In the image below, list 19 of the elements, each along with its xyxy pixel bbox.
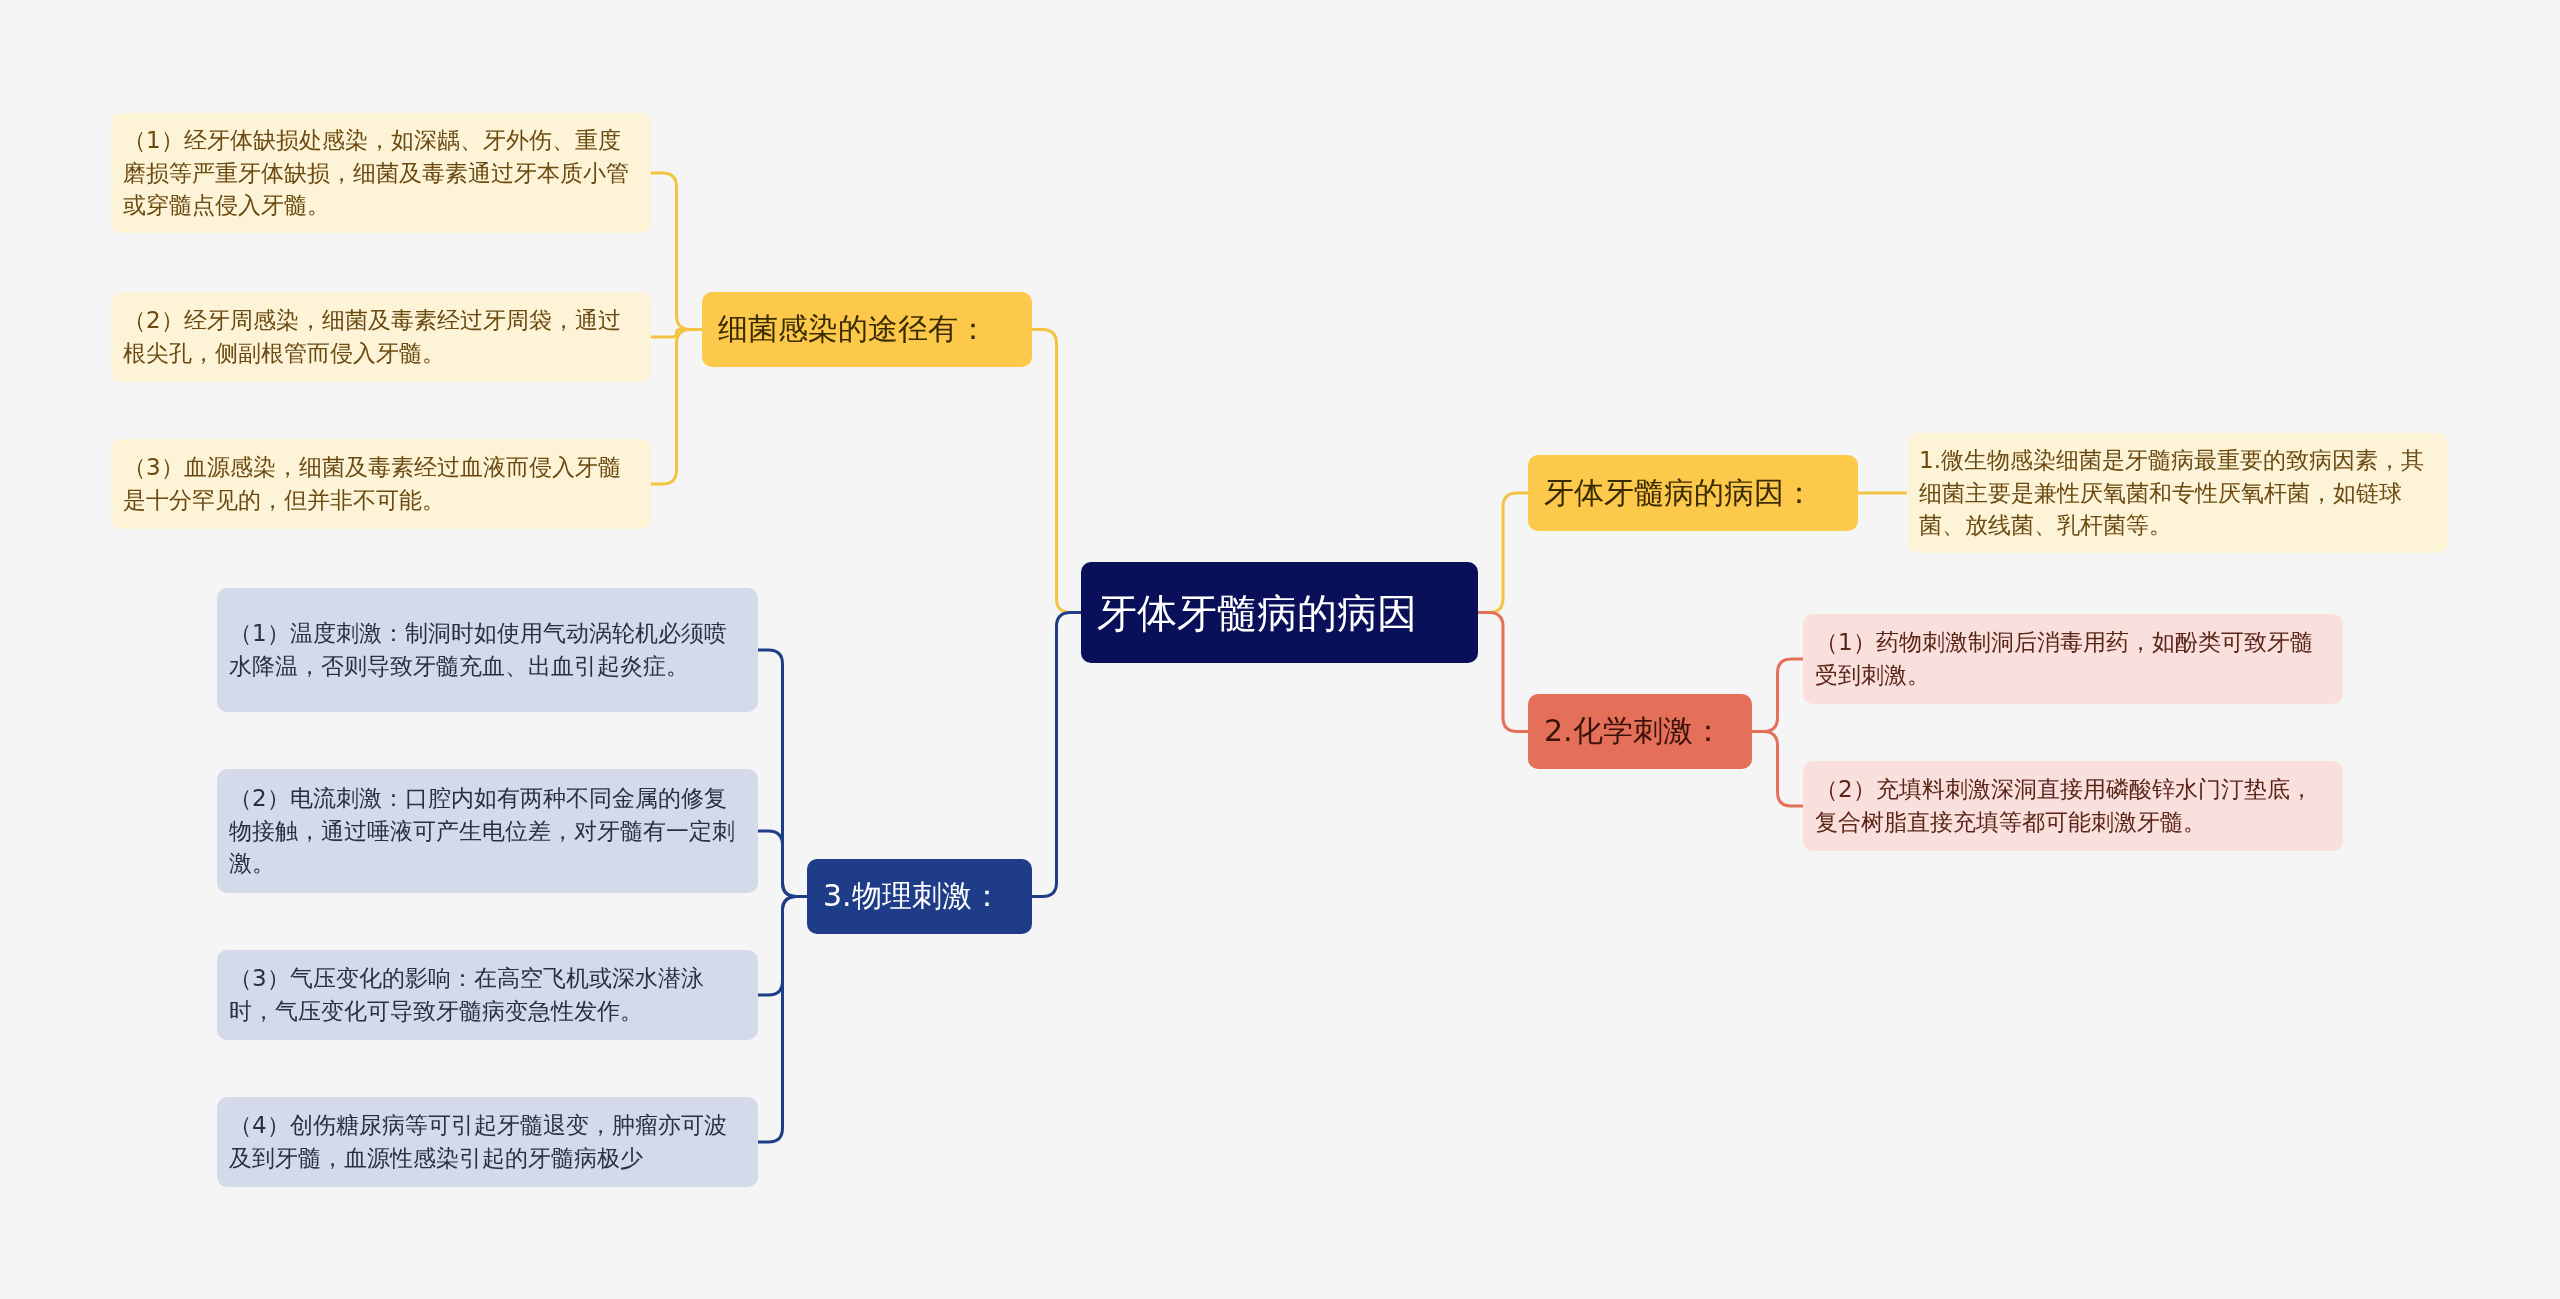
connector-line: [1478, 611, 1528, 733]
subtopic-box: （2）电流刺激：口腔内如有两种不同金属的修复物接触，通过唾液可产生电位差，对牙髓有一定刺激。: [217, 769, 758, 893]
connector-line: [1032, 611, 1081, 898]
connector-line: [758, 895, 807, 1144]
topic-box: 3.物理刺激：: [807, 859, 1032, 934]
subtopic-box: （1）药物刺激制洞后消毒用药，如酚类可致牙髓受到刺激。: [1803, 614, 2343, 704]
subtopic-box: （1）经牙体缺损处感染，如深龋、牙外伤、重度磨损等严重牙体缺损，细菌及毒素通过牙本质小管或穿髓点侵入牙髓。: [111, 113, 651, 233]
subtopic-box: （4）创伤糖尿病等可引起牙髓退变，肿瘤亦可波及到牙髓，血源性感染引起的牙髓病极少: [217, 1097, 758, 1187]
subtopic-box: （2）经牙周感染，细菌及毒素经过牙周袋，通过根尖孔，侧副根管而侵入牙髓。: [111, 292, 651, 382]
subtopic-box: （3）血源感染，细菌及毒素经过血液而侵入牙髓是十分罕见的，但并非不可能。: [111, 439, 651, 529]
connector-line: [1858, 491, 1907, 495]
subtopic-box: （1）温度刺激：制洞时如使用气动涡轮机必须喷水降温，否则导致牙髓充血、出血引起炎症。: [217, 588, 758, 712]
topic-box: 2.化学刺激：: [1528, 694, 1752, 769]
subtopic-box: 1.微生物感染细菌是牙髓病最重要的致病因素，其细菌主要是兼性厌氧菌和专性厌氧杆菌，如链球菌、放线菌、乳杆菌等。: [1907, 433, 2448, 553]
subtopic-box: （3）气压变化的影响：在高空飞机或深水潜泳时，气压变化可导致牙髓病变急性发作。: [217, 950, 758, 1040]
topic-box: 细菌感染的途径有：: [702, 292, 1032, 367]
topic-box: 牙体牙髓病的病因：: [1528, 455, 1858, 531]
central-topic-box: 牙体牙髓病的病因: [1081, 562, 1478, 663]
subtopic-box: （2）充填料刺激深洞直接用磷酸锌水门汀垫底，复合树脂直接充填等都可能刺激牙髓。: [1803, 761, 2343, 851]
